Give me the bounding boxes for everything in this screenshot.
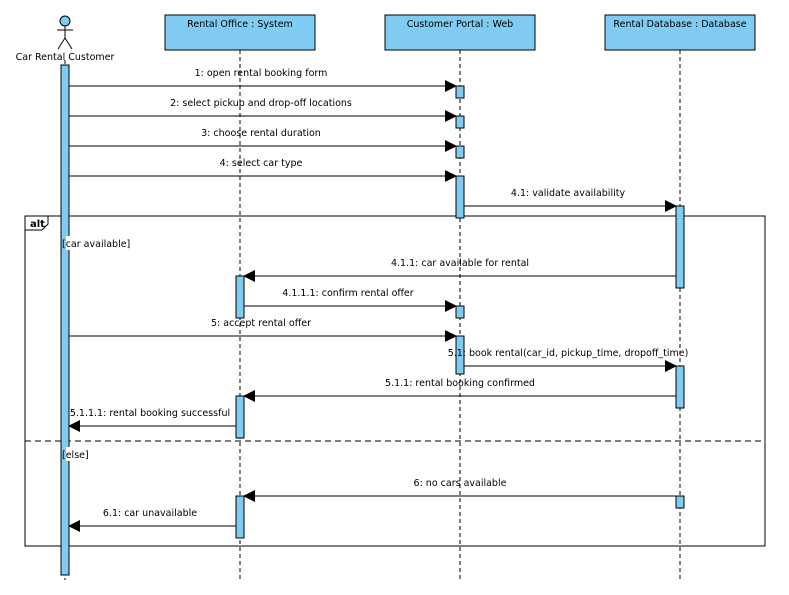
alt-fragment-tab [24,215,49,231]
portal-activation-6 [455,335,465,375]
message-4-1-1-1-label: 4.1.1.1: confirm rental offer [282,288,413,299]
db-activation-2 [675,365,685,409]
portal-activation-1 [455,85,465,99]
message-4-1-label: 4.1: validate availability [511,188,626,199]
portal-activation-4 [455,175,465,219]
db-head-box [604,14,756,51]
actor-name: Car Rental Customer [16,52,115,63]
office-activation-3 [235,495,245,539]
message-1-label: 1: open rental booking form [195,68,328,79]
office-head-label: Rental Office : System [187,19,293,30]
message-3-label: 3: choose rental duration [201,128,321,139]
office-head-box [164,14,316,51]
actor-activation [60,64,70,576]
message-5-1-1-1-label: 5.1.1.1: rental booking successful [70,408,230,419]
portal-activation-2 [455,115,465,129]
alt-operator-label: alt [30,219,45,230]
message-5-1-label: 5.1: book rental(car_id, pickup_time, dr… [448,348,689,359]
message-5-1-1-1-label-bg [70,405,228,419]
actor-icon [57,15,73,50]
message-4-label: 4: select car type [220,158,303,169]
office-activation-1 [235,275,245,319]
message-2-label: 2: select pickup and drop-off locations [170,98,352,109]
portal-head-box [384,14,536,51]
message-6-label: 6: no cars available [414,478,507,489]
alt-fragment-frame [24,215,766,547]
office-activation-2 [235,395,245,439]
guard-1-bg [66,236,128,250]
db-head-label: Rental Database : Database [613,19,746,30]
message-5-label: 5: accept rental offer [211,318,311,329]
guard-else: [else] [62,450,89,461]
message-6-1-label: 6.1: car unavailable [103,508,197,519]
message-5-1-1-label: 5.1.1: rental booking confirmed [385,378,535,389]
message-4-1-1-label: 4.1.1: car available for rental [391,258,529,269]
portal-head-label: Customer Portal : Web [407,19,513,30]
portal-activation-3 [455,145,465,159]
portal-activation-5 [455,305,465,319]
guard-car-available: [car available] [62,239,130,250]
db-activation-3 [675,495,685,509]
db-activation-1 [675,205,685,289]
guard-2-bg [66,447,96,461]
